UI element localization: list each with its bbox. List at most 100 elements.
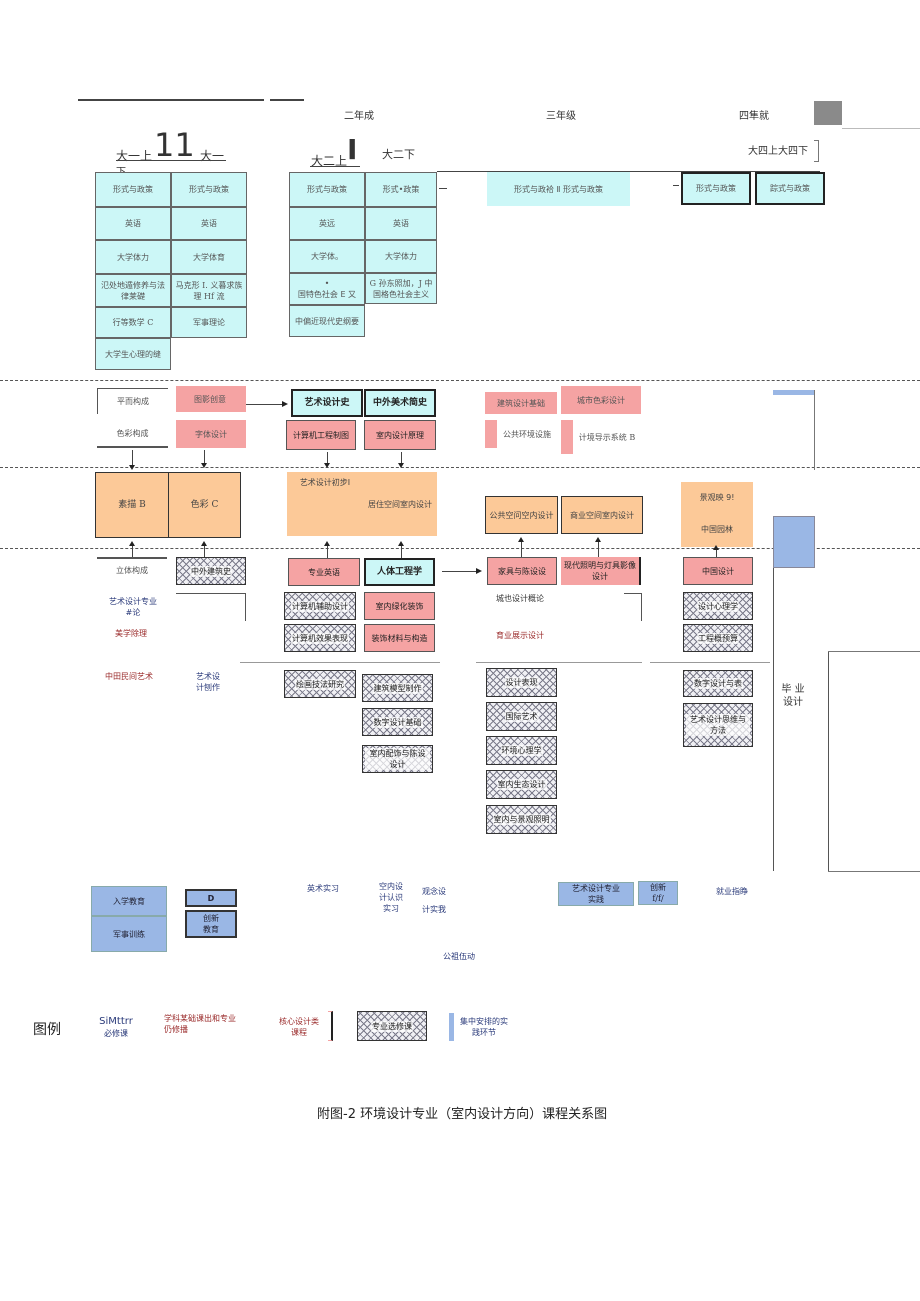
course-c3-1: 形式与政策 [289,172,365,207]
arrow-b-c-line [246,404,284,405]
course-c1-3: 大学体力 [95,240,171,274]
course-r2-d2: 室内设计原理 [364,420,436,450]
legend-title: 图例 [33,1022,61,1038]
grad-line-bottom [828,871,920,872]
header-sem2a: 大二上 [311,154,348,168]
course-r4-d5: 数字设计基础 [362,708,433,736]
course-c1-6: 大学生心理的缝 [95,338,171,370]
course-c3-5: 中偏近现代史纲要 [289,305,365,337]
legend-basic-courses: 学科某础课出和专业 仍修播 [164,1014,236,1034]
legend-required-1: SiMttrr [99,1016,133,1027]
course-r4-c3: 计算机效果表现 [284,624,356,652]
course-c1-5: 行等数学 C [95,307,171,338]
course-r4-c2: 计算机辅助设计 [284,592,356,620]
course-r4-a4: 中田民间艺术 [105,672,153,681]
course-r4-e6: 环境心理学 [486,736,557,765]
arrow-up-f-head [595,537,601,542]
arrow-c-line [327,452,328,464]
legend-elective-box: 专业选修课 [357,1011,427,1041]
arrow-up-c-line [327,545,328,559]
arrow-b-c-head [282,401,288,407]
arrow-up-f-line [598,541,599,559]
arrow-a-line [132,450,133,466]
grey-square [814,101,842,125]
course-r2-e1: 建筑设计基础 [485,392,557,414]
header-big-11: 11 [154,126,195,164]
course-r4-f1: 现代照明与灯具影像设计 [561,557,641,585]
course-r4-e8: 室内与景观照明 [486,805,557,834]
course-c4-1: 形式•政策 [365,172,437,207]
dash-mark-1 [439,188,447,189]
course-c2-2: 英语 [171,207,247,240]
header-sem1a: 大一上 [116,149,153,163]
separator-1 [0,380,920,381]
course-r4-e4: 设计表现 [486,668,557,697]
practice-d: D [185,889,237,907]
course-r2-a1: 平而构成 [97,388,168,414]
row4-line-c [240,662,440,663]
course-c3-3: 大学体。 [289,240,365,273]
course-c4-4: G 孙东照加，J 中国格色社会主义 [365,273,437,304]
course-r2-b2: 字体设计 [176,420,246,448]
course-r3-a: 素描 B [95,472,169,538]
practice-innovation: 创新 教育 [185,910,237,938]
header-year3: 三年级 [546,111,576,122]
course-r4-g3: 工程概预算 [683,624,753,652]
blue-block [773,516,815,568]
row4-line-g [650,662,770,663]
arrow-b-head [201,463,207,468]
course-r4-e2: 城也设计概论 [496,594,544,603]
course-c2-5: 军事理论 [171,307,247,338]
practice-employment: 就业指睁 [716,887,748,896]
grad-line-top [828,651,920,652]
course-r4-d4: 建筑模型制作 [362,674,433,702]
course-r4-g1: 中国设计 [683,557,753,585]
sem1-underline [116,160,226,161]
sem2-underline [310,166,360,167]
course-r2-f2: 计境导示系统 B [561,420,641,454]
course-r2-a2: 色彩构成 [97,420,168,448]
course-r4-g4: 数字设计与表 [683,670,753,697]
course-r4-a1: 立体构成 [97,557,167,581]
course-r2-c1: 艺术设计史 [291,389,363,417]
arrow-up-b-head [201,541,207,546]
course-r3-c: 艺术设计初步Ⅰ [287,472,363,536]
practice-military: 军事训练 [91,916,167,952]
top-rule-left [78,99,264,101]
arrow-c-head [324,463,330,468]
course-r4-d3: 装饰材料与构造 [364,624,435,652]
course-r4-g2: 设计心理学 [683,592,753,620]
arrow-up-a-head [129,541,135,546]
course-r4-g5: 艺术设计思维与方法 [683,703,753,747]
course-r4-b2: 艺术设 计刨作 [196,672,220,692]
top-rule-right [270,99,304,101]
course-r4-a3: 美学除理 [115,629,147,638]
separator-3 [0,548,920,549]
grad-line-right [828,651,829,871]
course-r2-d1: 中外美术简史 [364,389,436,417]
blue-strip-line [814,390,815,470]
practice-concept-1: 观念设 [422,887,446,896]
course-r3-b: 色彩 C [168,472,241,538]
course-r2-b1: 图影创意 [176,386,246,412]
course-r4-e3: 育业展示设计 [496,631,544,640]
arrow-up-e-head [518,537,524,542]
header-sem2b: 大二下 [382,148,415,161]
practice-innovation-2: 创新 f/f/ [638,881,678,905]
arrow-up-a-line [132,545,133,559]
course-r4-b1: 中外建筑史 [176,557,246,585]
course-r4-d1: 人体工程学 [364,558,435,586]
blue-strip-top [773,390,815,395]
arrow-a-head [129,465,135,470]
legend-required-2: 必修课 [104,1029,128,1038]
course-r4-e5: 国际艺术 [486,702,557,731]
course-c2-1: 形式与政策 [171,172,247,207]
course-c4-3: 大学体力 [365,240,437,273]
legend-practice-bar [449,1013,454,1041]
figure-caption: 附图-2 环境设计专业（室内设计方向）课程关系图 [317,1107,608,1122]
arrow-d-e-line [442,571,478,572]
sem4-bracket [814,140,819,162]
course-c2-3: 大学体育 [171,240,247,274]
legend-core-courses: 核心设计类 课程 [279,1017,319,1037]
course-c1-2: 英语 [95,207,171,240]
